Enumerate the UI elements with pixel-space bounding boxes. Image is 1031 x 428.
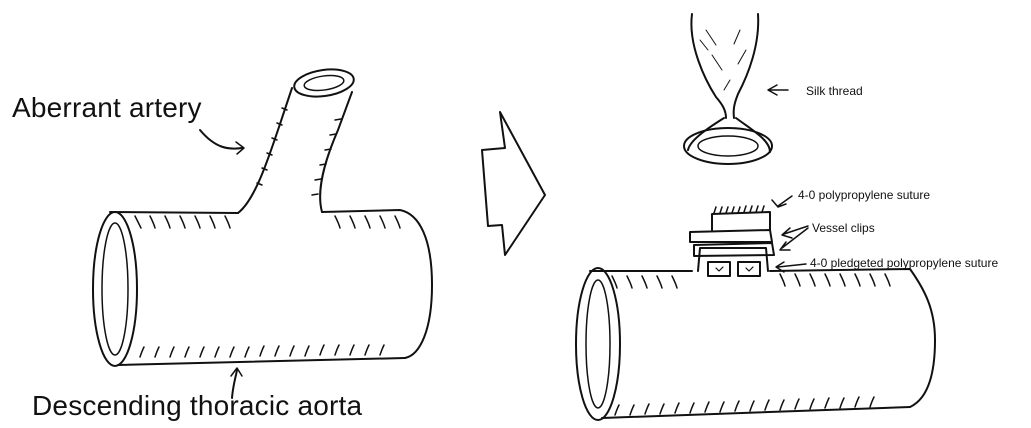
label-descending-aorta: Descending thoracic aorta: [32, 390, 362, 422]
aberrant-branch-opening: [292, 66, 355, 100]
aberrant-artery-arrow: [200, 130, 242, 149]
label-silk-thread: Silk thread: [806, 84, 863, 98]
label-pledgeted-suture: 4-0 pledgeted polypropylene suture: [810, 256, 998, 270]
vessel-clip-upper: [690, 230, 772, 242]
vessel-clip-lower: [694, 243, 774, 256]
ligated-artery-drawing: [684, 14, 788, 164]
aberrant-branch-right-wall: [320, 92, 352, 212]
clip-arrow-1: [782, 226, 808, 238]
silk-thread-arrow: [768, 85, 788, 95]
label-vessel-clips: Vessel clips: [812, 221, 875, 235]
suture-arrow: [772, 196, 792, 207]
left-aorta-bottom-edge: [118, 358, 405, 365]
label-polypropylene-suture: 4-0 polypropylene suture: [798, 188, 930, 202]
transition-arrow: [482, 112, 545, 255]
repaired-aorta-drawing: [576, 196, 935, 420]
pledget-right: [738, 262, 760, 276]
left-aorta-top-edge: [110, 210, 432, 358]
aberrant-branch-left-wall: [238, 88, 292, 213]
left-aorta-opening: [93, 212, 137, 366]
pledget-left: [708, 262, 730, 276]
label-aberrant-artery: Aberrant artery: [12, 92, 202, 124]
